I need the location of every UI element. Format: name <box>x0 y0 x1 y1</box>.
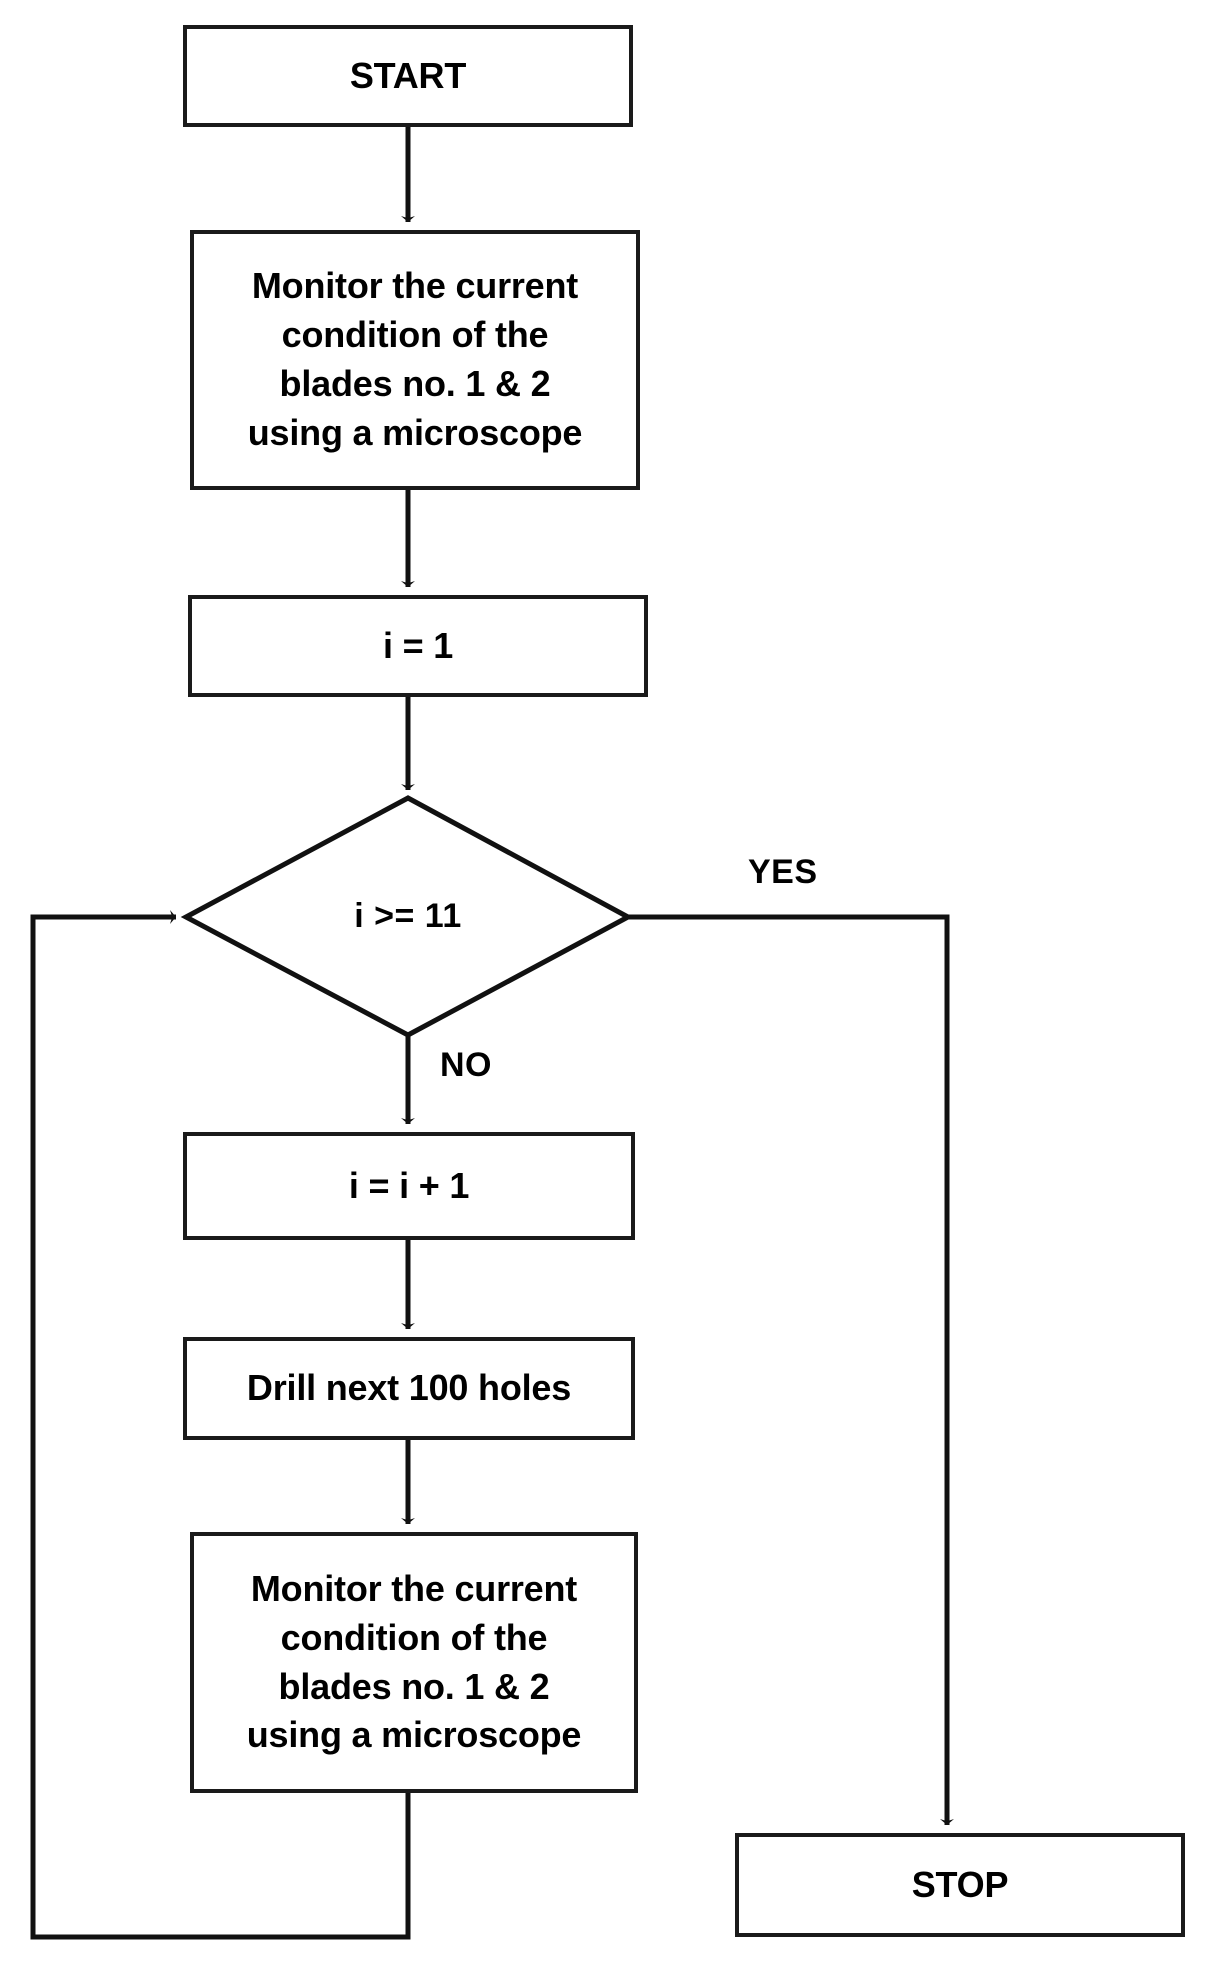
node-start[interactable]: START <box>183 25 633 127</box>
node-increment-counter-label: i = i + 1 <box>348 1164 470 1206</box>
node-stop-label: STOP <box>911 1863 1009 1905</box>
node-monitor-initial[interactable]: Monitor the current condition of the bla… <box>190 230 640 490</box>
node-monitor-loop[interactable]: Monitor the current condition of the bla… <box>190 1532 638 1793</box>
edge-monitor2-loopback-to-decision <box>30 910 411 1940</box>
edge-label-no: NO <box>440 1046 492 1084</box>
node-init-counter-label: i = 1 <box>382 624 454 666</box>
node-start-label: START <box>349 54 467 96</box>
node-decision-label: i >= 11 <box>354 897 462 935</box>
node-init-counter[interactable]: i = 1 <box>188 595 648 697</box>
node-drill-holes-label: Drill next 100 holes <box>246 1367 572 1409</box>
edge-decision-yes-to-stop <box>628 914 954 1825</box>
node-drill-holes[interactable]: Drill next 100 holes <box>183 1337 635 1440</box>
edge-label-yes: YES <box>748 853 818 891</box>
node-stop[interactable]: STOP <box>735 1833 1185 1937</box>
node-monitor-loop-label: Monitor the current condition of the bla… <box>246 1567 582 1756</box>
node-monitor-initial-label: Monitor the current condition of the bla… <box>247 265 583 453</box>
node-increment-counter[interactable]: i = i + 1 <box>183 1132 635 1240</box>
